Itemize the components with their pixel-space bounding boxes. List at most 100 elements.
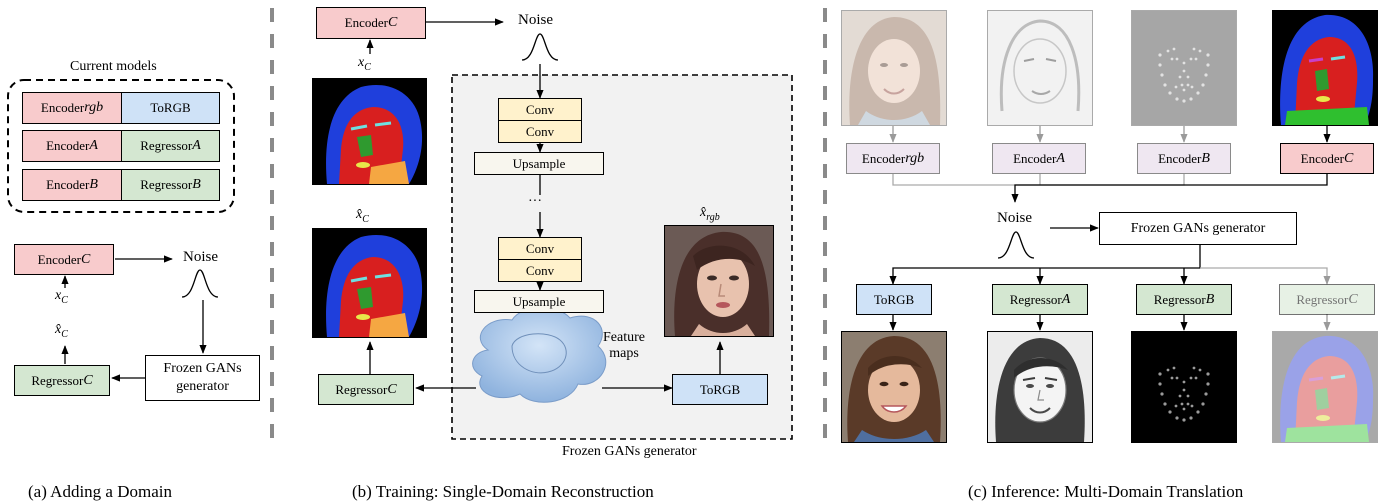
sketch-input-faded xyxy=(987,10,1093,126)
conv-label-3: Conv xyxy=(525,240,555,256)
noise-curve-b xyxy=(521,33,559,61)
conv-box-2: Conv xyxy=(498,120,582,143)
frozen-generator-box-c: Frozen GANs generator xyxy=(1099,212,1297,245)
regressor-b-label-c: Regressor xyxy=(1153,291,1206,307)
segmentation-map-output-faded xyxy=(1272,331,1378,443)
caption-a: (a) Adding a Domain xyxy=(28,482,172,501)
encoder-rgb-sub-c: rgb xyxy=(905,150,925,166)
regressor-a-label: Regressor xyxy=(140,138,193,153)
encoder-c-sub-c: C xyxy=(1343,150,1354,166)
face-photo-reconstruction xyxy=(664,225,774,337)
torgb-label-b: ToRGB xyxy=(699,381,741,397)
conv-box-1: Conv xyxy=(498,98,582,121)
caption-c: (c) Inference: Multi-Domain Translation xyxy=(968,482,1244,501)
upsample-label-2: Upsample xyxy=(512,293,566,309)
x-c-hat-label-b: x̂C xyxy=(356,207,369,225)
regressor-b-sub-c: B xyxy=(1205,291,1215,307)
frozen-generator-label-a: Frozen GANs generator xyxy=(163,361,242,394)
feature-maps-label: Feature maps xyxy=(603,330,645,361)
torgb-label-c: ToRGB xyxy=(873,291,915,307)
landmark-output xyxy=(1131,331,1237,443)
torgb-box-c: ToRGB xyxy=(856,284,932,315)
encoder-c-label-b: Encoder xyxy=(344,15,388,30)
encoder-rgb-label-c: Encoder xyxy=(861,150,906,166)
conv-box-4: Conv xyxy=(498,259,582,282)
frozen-generator-label-c: Frozen GANs generator xyxy=(1130,220,1266,236)
noise-label-c: Noise xyxy=(997,210,1032,226)
regressor-c-label-b: Regressor xyxy=(335,381,388,397)
face-photo-input-faded xyxy=(841,10,947,126)
current-models-frame xyxy=(7,79,235,213)
merge-line-active xyxy=(1011,173,1328,203)
noise-curve-a xyxy=(181,269,219,298)
frozen-generator-box-a: Frozen GANs generator xyxy=(145,355,260,401)
conv-box-3: Conv xyxy=(498,237,582,260)
upsample-label-1: Upsample xyxy=(512,155,566,171)
generator-branch-line xyxy=(889,244,1201,285)
torgb-box-a: ToRGB xyxy=(121,92,220,124)
encoder-b-label-c: Encoder xyxy=(1158,150,1202,166)
segmentation-map-input xyxy=(312,78,427,185)
regressor-a-sub-c: A xyxy=(1061,291,1071,307)
caption-b: (b) Training: Single-Domain Reconstructi… xyxy=(352,482,654,501)
regressor-a-label-c: Regressor xyxy=(1009,291,1062,307)
frozen-generator-frame-label: Frozen GANs generator xyxy=(562,444,697,459)
encoder-a-sub-c: A xyxy=(1056,150,1065,166)
x-c-hat-label-a: x̂C xyxy=(55,322,68,340)
upsample-box-1: Upsample xyxy=(474,152,604,175)
regressor-b-label: Regressor xyxy=(140,177,193,192)
encoder-rgb-sub: rgb xyxy=(84,100,104,115)
regressor-b-sub: B xyxy=(192,177,201,192)
x-c-label-b: xC xyxy=(358,55,371,73)
branch-to-regressor-c xyxy=(1200,267,1331,285)
encoder-c-label-c: Encoder xyxy=(1300,150,1344,166)
encoder-rgb-label: Encoder xyxy=(40,100,85,115)
x-c-label-a: xC xyxy=(55,288,68,306)
encoder-c-label-a: Encoder xyxy=(37,251,81,267)
regressor-a-sub: A xyxy=(192,138,201,153)
regressor-c-label-a: Regressor xyxy=(31,372,84,388)
segmentation-map-input-c xyxy=(1272,10,1378,126)
conv-label-2: Conv xyxy=(525,123,555,139)
noise-label-b: Noise xyxy=(518,12,553,28)
encoder-b-sub-c: B xyxy=(1201,150,1210,166)
torgb-label-a: ToRGB xyxy=(150,100,191,115)
conv-label-1: Conv xyxy=(525,101,555,117)
current-models-title: Current models xyxy=(70,59,157,74)
regressor-c-sub-a: C xyxy=(83,372,93,388)
conv-label-4: Conv xyxy=(525,262,555,278)
feature-maps-blob-icon xyxy=(472,307,607,403)
regressor-c-label-c: Regressor xyxy=(1296,291,1349,307)
regressor-c-sub-c: C xyxy=(1348,291,1358,307)
upsample-box-2: Upsample xyxy=(474,290,604,313)
encoder-c-sub-b: C xyxy=(387,15,398,30)
x-rgb-hat-label: x̂rgb xyxy=(700,205,720,223)
noise-label-a: Noise xyxy=(183,249,218,265)
regressor-c-sub-b: C xyxy=(387,381,397,397)
sketch-output xyxy=(987,331,1093,443)
encoder-a-sub: A xyxy=(89,138,98,153)
face-photo-output xyxy=(841,331,947,443)
encoder-c-sub-a: C xyxy=(80,251,91,267)
encoder-b-sub: B xyxy=(89,177,98,192)
torgb-box-b: ToRGB xyxy=(672,374,768,405)
encoder-a-label: Encoder xyxy=(46,138,90,153)
encoder-a-label-c: Encoder xyxy=(1013,150,1057,166)
segmentation-map-reconstruction xyxy=(312,228,427,338)
encoder-b-label: Encoder xyxy=(46,177,90,192)
noise-curve-c xyxy=(997,231,1035,259)
